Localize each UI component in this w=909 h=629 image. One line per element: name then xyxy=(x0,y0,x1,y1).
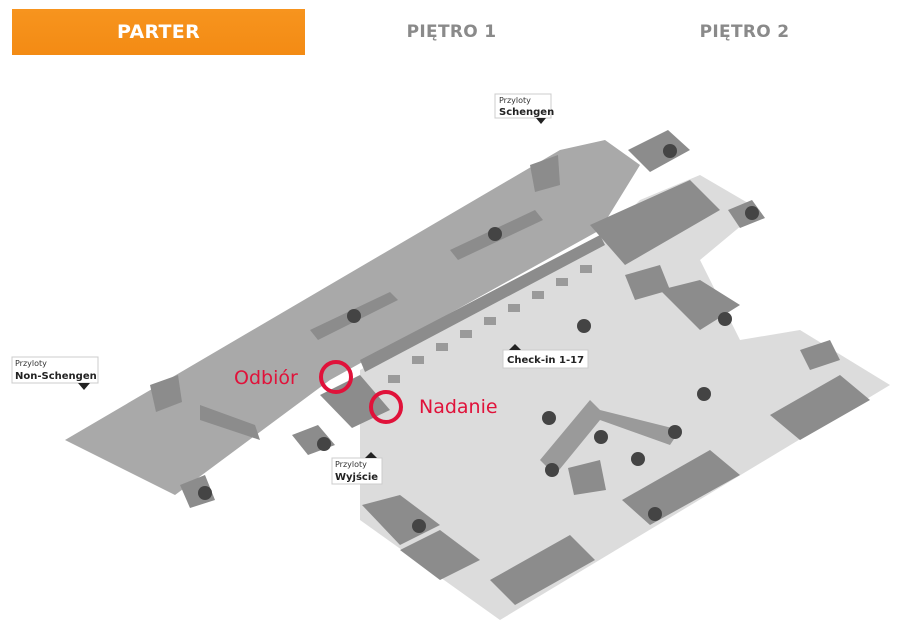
svg-text:Check-in 1-17: Check-in 1-17 xyxy=(507,355,584,366)
checkin-sign: Check-in 1-17 xyxy=(502,344,589,369)
svg-text:Wyjście: Wyjście xyxy=(335,471,378,483)
toilet-icon xyxy=(412,519,426,533)
escalator-structure xyxy=(540,400,680,475)
pickup-highlight[interactable] xyxy=(319,360,353,394)
exchange-icon xyxy=(577,319,591,333)
elevator-icon xyxy=(631,452,645,466)
transfer-icon xyxy=(668,425,682,439)
non-schengen-sign: Przyloty Non-Schengen xyxy=(11,356,99,390)
toilet-icon xyxy=(718,312,732,326)
schengen-sign: Przyloty Schengen xyxy=(494,93,554,124)
wheelchair-icon xyxy=(594,430,608,444)
svg-text:Non-Schengen: Non-Schengen xyxy=(15,371,97,382)
toilet-icon xyxy=(663,144,677,158)
svg-text:Przyloty: Przyloty xyxy=(335,460,367,469)
dropoff-label: Nadanie xyxy=(419,396,498,418)
map-icons xyxy=(198,144,759,533)
baggage-icon xyxy=(488,227,502,241)
elevator-icon xyxy=(545,463,559,477)
tab-parter[interactable]: PARTER xyxy=(12,9,305,55)
info-icon xyxy=(648,507,662,521)
checkin-desk-row xyxy=(360,235,605,372)
checkin-counters xyxy=(388,265,592,383)
baggage-icon xyxy=(347,309,361,323)
svg-text:Przyloty: Przyloty xyxy=(15,359,47,368)
svg-text:Przyloty: Przyloty xyxy=(499,96,531,105)
exit-sign: Przyloty Wyjście xyxy=(331,452,383,485)
dropoff-highlight[interactable] xyxy=(369,390,403,424)
tab-pietro-1[interactable]: PIĘTRO 1 xyxy=(406,22,497,42)
pickup-label: Odbiór xyxy=(234,367,298,389)
first-aid-icon xyxy=(745,206,759,220)
escalator-icon xyxy=(542,411,556,425)
toilet-icon xyxy=(198,486,212,500)
main-hall-floor xyxy=(360,175,890,620)
atm-icon xyxy=(697,387,711,401)
tab-pietro-2[interactable]: PIĘTRO 2 xyxy=(699,22,790,42)
svg-text:Schengen: Schengen xyxy=(499,107,554,118)
cafe-icon xyxy=(317,437,331,451)
